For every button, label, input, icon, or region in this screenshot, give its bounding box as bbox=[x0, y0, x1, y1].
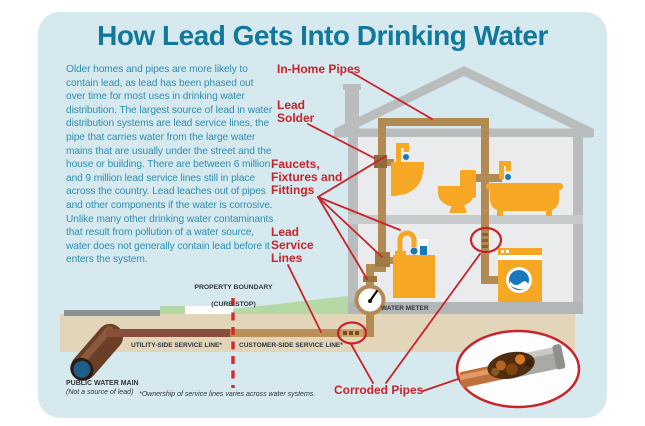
leader-faucet-kitchen bbox=[317, 196, 401, 231]
intro-paragraph: Older homes and pipes are more likely to… bbox=[66, 64, 274, 266]
leader-lead-solder bbox=[307, 123, 375, 159]
sidewalk bbox=[185, 306, 233, 314]
corrosion-ticks-house bbox=[482, 233, 488, 248]
callout-in-home-pipes: In-Home Pipes bbox=[277, 62, 361, 76]
customer-service-line bbox=[230, 329, 370, 337]
water-drop bbox=[410, 247, 418, 255]
label-utility-side-service-line: UTILITY-SIDE SERVICE LINE* bbox=[131, 342, 222, 349]
leader-faucet-bathroom bbox=[317, 155, 387, 198]
grass-strip bbox=[160, 306, 185, 314]
foundation-band bbox=[348, 302, 583, 314]
eave-band bbox=[334, 129, 594, 137]
utility-service-line bbox=[106, 329, 233, 337]
page-title: How Lead Gets Into Drinking Water bbox=[97, 20, 548, 51]
leader-lines bbox=[287, 71, 481, 392]
water-drop bbox=[403, 154, 409, 160]
label-customer-side-service-line: CUSTOMER-SIDE SERVICE LINE* bbox=[239, 342, 343, 349]
bathroom-sink-icon bbox=[391, 143, 424, 196]
bathtub-icon bbox=[486, 161, 563, 216]
corroded-pipe-circle-underground bbox=[336, 321, 368, 345]
leader-in-home-pipes bbox=[350, 71, 433, 120]
washing-machine-icon bbox=[498, 248, 542, 302]
callout-faucets-fixtures: Faucets, Fixtures and Fittings bbox=[271, 157, 343, 197]
leader-meter-fitting bbox=[317, 196, 368, 280]
kitchen-sink-icon bbox=[393, 230, 435, 298]
chimney bbox=[345, 86, 359, 134]
leader-kitchen-tee bbox=[317, 196, 383, 258]
corrosion-ticks-underground bbox=[343, 331, 359, 335]
street bbox=[64, 310, 160, 316]
water-drop bbox=[505, 174, 511, 180]
label-property-boundary: PROPERTY BOUNDARY (CURB STOP) bbox=[186, 275, 281, 309]
lawn bbox=[233, 296, 348, 314]
callout-lead-service-lines: Lead Service Lines bbox=[271, 225, 314, 265]
leader-lead-service-line bbox=[287, 264, 322, 333]
label-water-meter: WATER METER bbox=[381, 305, 429, 312]
label-public-water-main: PUBLIC WATER MAIN bbox=[66, 380, 139, 387]
meter-coupling bbox=[363, 276, 377, 282]
label-ownership-footnote: *Ownership of service lines varies acros… bbox=[139, 391, 316, 398]
public-water-main-icon bbox=[70, 323, 124, 381]
leader-corroded-house bbox=[385, 253, 481, 384]
label-public-water-main-note: (Not a source of lead) bbox=[66, 389, 134, 396]
label-property-boundary-line1: PROPERTY BOUNDARY bbox=[194, 283, 273, 291]
label-property-boundary-line2: (CURB STOP) bbox=[211, 300, 256, 308]
kitchen-tee-fitting bbox=[375, 252, 390, 267]
corroded-pipe-photo bbox=[452, 329, 581, 409]
toilet-icon bbox=[438, 170, 476, 213]
leader-corroded-photo bbox=[422, 378, 459, 392]
corroded-pipe-circle-house bbox=[469, 226, 503, 254]
leader-corroded-underground bbox=[350, 343, 374, 384]
water-meter-icon bbox=[354, 284, 386, 316]
callout-lead-solder: Lead Solder bbox=[277, 98, 315, 125]
callout-corroded-pipes: Corroded Pipes bbox=[334, 383, 424, 397]
floor-divider bbox=[348, 215, 583, 224]
